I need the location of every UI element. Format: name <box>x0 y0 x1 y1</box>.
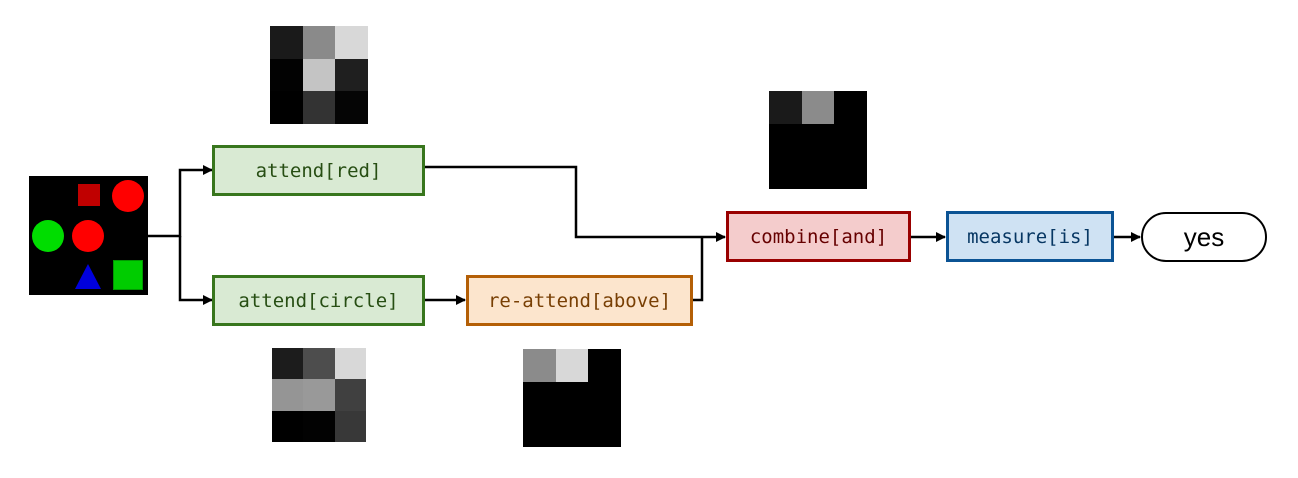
measure-is-module: measure[is] <box>946 211 1114 262</box>
attention-cell <box>834 156 867 189</box>
input-scene-image <box>29 176 148 295</box>
small-red-square <box>78 184 100 206</box>
attention-cell <box>769 156 802 189</box>
attention-cell <box>834 91 867 124</box>
attention-cell <box>335 91 368 124</box>
attention-cell <box>769 91 802 124</box>
green-square <box>113 260 143 290</box>
attention-cell <box>334 410 366 442</box>
edge-attend-red-to-combine <box>425 165 726 242</box>
attention-cell <box>555 349 589 382</box>
attention-cell <box>555 414 589 447</box>
attend-red-module: attend[red] <box>212 145 425 196</box>
attention-cell <box>270 26 303 59</box>
attention-cell <box>303 379 335 411</box>
attention-cell <box>335 58 368 92</box>
large-red-circle-middle <box>72 220 104 252</box>
attention-cell <box>335 26 368 59</box>
attention-cell <box>523 381 556 415</box>
attention-cell <box>801 156 835 189</box>
large-red-circle-top <box>112 180 144 212</box>
answer-output: yes <box>1141 212 1267 262</box>
attention-cell <box>302 91 336 124</box>
edge-reattend-to-combine <box>692 237 704 302</box>
attention-cell <box>334 348 366 380</box>
attention-cell <box>272 348 304 380</box>
green-circle <box>32 220 64 252</box>
attention-map-combine-and <box>769 91 867 189</box>
edge-scene-to-attend-red <box>148 165 213 238</box>
attention-cell <box>302 26 336 59</box>
attention-cell <box>769 123 802 157</box>
attention-cell <box>834 123 867 157</box>
attention-cell <box>303 348 335 380</box>
attention-cell <box>270 58 303 92</box>
attention-map-reattend-above <box>523 349 621 447</box>
attention-cell <box>588 349 621 382</box>
attention-map-attend-circle <box>272 348 366 442</box>
attention-cell <box>801 123 835 157</box>
attention-cell <box>588 381 621 415</box>
attention-map-attend-red <box>270 26 368 124</box>
attention-cell <box>303 410 335 442</box>
edge-scene-to-attend-circle <box>178 236 213 305</box>
attend-circle-module: attend[circle] <box>212 275 425 326</box>
attention-cell <box>272 410 304 442</box>
attention-cell <box>588 414 621 447</box>
attention-cell <box>334 379 366 411</box>
attention-cell <box>555 381 589 415</box>
combine-and-module: combine[and] <box>726 211 911 262</box>
blue-triangle <box>75 264 101 289</box>
attention-cell <box>801 91 835 124</box>
attention-cell <box>270 91 303 124</box>
attention-cell <box>523 414 556 447</box>
attention-cell <box>302 58 336 92</box>
attention-cell <box>523 349 556 382</box>
attention-cell <box>272 379 304 411</box>
reattend-above-module: re-attend[above] <box>466 275 693 326</box>
